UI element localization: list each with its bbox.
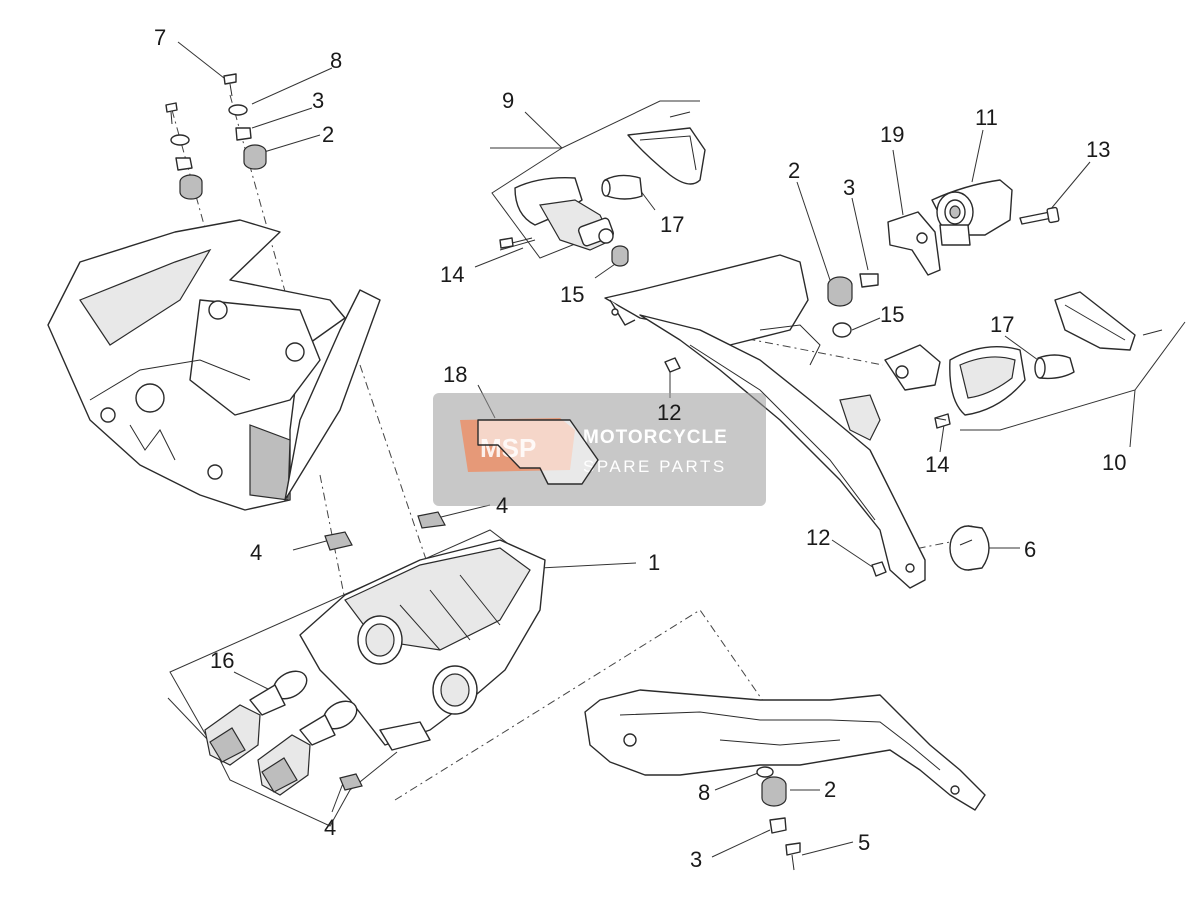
callout-12: 12	[657, 400, 681, 425]
callout-2: 2	[322, 122, 334, 147]
grommets-right	[664, 273, 887, 577]
bulbs-and-sockets	[204, 670, 358, 796]
callout-3: 3	[843, 175, 855, 200]
callout-13: 13	[1086, 137, 1110, 162]
callout-16: 16	[210, 648, 234, 673]
rubber-plug	[949, 525, 990, 571]
callout-5: 5	[858, 830, 870, 855]
watermark: MSP MOTORCYCLE SPARE PARTS	[433, 393, 766, 506]
callout-14: 14	[440, 262, 464, 287]
callout-18: 18	[443, 362, 467, 387]
watermark-line1: MOTORCYCLE	[583, 427, 728, 448]
part-18-pad	[477, 419, 599, 485]
callout-11: 11	[975, 105, 998, 130]
turn-signal-right	[884, 291, 1163, 429]
callout-3: 3	[690, 847, 702, 872]
tail-light-housing	[299, 539, 546, 751]
callout-19: 19	[880, 122, 904, 147]
callout-4: 4	[250, 540, 262, 565]
callout-3: 3	[312, 88, 324, 113]
license-plate-holder	[604, 254, 926, 589]
callout-2: 2	[824, 777, 836, 802]
callout-8: 8	[330, 48, 342, 73]
turn-signal-left	[499, 111, 706, 267]
callout-6: 6	[1024, 537, 1036, 562]
callout-12: 12	[806, 525, 830, 550]
callout-4: 4	[496, 493, 508, 518]
fasteners-lower	[756, 766, 801, 871]
rear-seat-cowl	[47, 219, 381, 511]
callout-4: 4	[324, 815, 336, 840]
callout-9: 9	[502, 88, 514, 113]
callout-10: 10	[1102, 450, 1126, 475]
callout-7: 7	[154, 25, 166, 50]
screws-washers-left	[165, 73, 267, 200]
callout-17: 17	[660, 212, 684, 237]
clips	[324, 511, 446, 791]
callout-14: 14	[925, 452, 949, 477]
callout-8: 8	[698, 780, 710, 805]
callout-2: 2	[788, 158, 800, 183]
callout-17: 17	[990, 312, 1014, 337]
callout-1: 1	[648, 550, 660, 575]
watermark-line2: SPARE PARTS	[583, 457, 727, 476]
callout-15: 15	[560, 282, 584, 307]
callout-15: 15	[880, 302, 904, 327]
rear-subframe	[584, 689, 986, 811]
license-lamp-assembly	[887, 179, 1060, 276]
callout-numbers: 7 8 3 2 9 17 14 15 19 11 13 2 3 15 17 12…	[154, 25, 1126, 872]
